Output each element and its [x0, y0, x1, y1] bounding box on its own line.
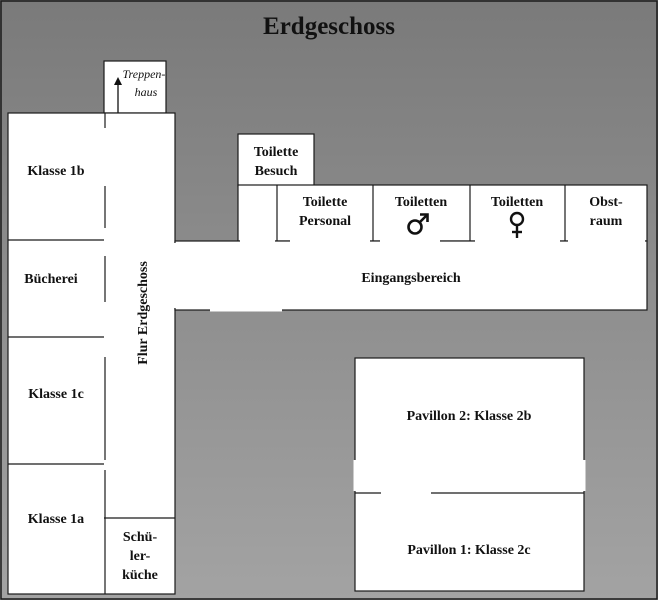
- room-eingangsbereich: Eingangsbereich: [173, 239, 648, 312]
- toilette-personal-label-1: Toilette: [303, 195, 348, 210]
- room-toiletten-damen: Toiletten: [491, 195, 544, 238]
- toilette-besuch-label-1: Toilette: [254, 145, 299, 160]
- schuelerkueche-label-1: Schü-: [123, 530, 158, 545]
- treppenhaus-label-1: Treppen-: [123, 67, 166, 81]
- treppenhaus-label-2: haus: [135, 85, 158, 99]
- room-pavillon-2: Pavillon 2: Klasse 2b: [407, 409, 532, 424]
- room-toilette-besuch: Toilette Besuch: [237, 133, 315, 187]
- room-toiletten-herren: Toiletten: [395, 195, 448, 235]
- toilet-row: [237, 184, 648, 242]
- left-wing: [7, 112, 176, 595]
- male-symbol-icon: [407, 213, 429, 235]
- room-pavillon-1: Pavillon 1: Klasse 2c: [407, 543, 530, 558]
- schuelerkueche-label-2: ler-: [130, 549, 151, 564]
- toilette-personal-label-2: Personal: [299, 214, 351, 229]
- room-schuelerkueche: Schü- ler- küche: [122, 530, 158, 583]
- room-toilette-personal: Toilette Personal: [299, 195, 351, 229]
- room-klasse-1b: Klasse 1b: [27, 164, 84, 179]
- room-treppenhaus: Treppen- haus: [103, 60, 167, 128]
- female-symbol-icon: [509, 211, 525, 238]
- corridor-label: Flur Erdgeschoss: [136, 261, 151, 365]
- room-buecherei: Bücherei: [24, 272, 78, 287]
- obstraum-label-1: Obst-: [589, 195, 623, 210]
- schuelerkueche-label-3: küche: [122, 568, 158, 583]
- toiletten-damen-label: Toiletten: [491, 195, 544, 210]
- arrow-up-icon: [114, 77, 122, 85]
- room-klasse-1c: Klasse 1c: [28, 387, 84, 402]
- obstraum-label-2: raum: [590, 214, 623, 229]
- toilette-besuch-label-2: Besuch: [255, 164, 298, 179]
- page-title: Erdgeschoss: [263, 13, 395, 40]
- room-obstraum: Obst- raum: [589, 195, 623, 229]
- pavillons: Pavillon 2: Klasse 2b Pavillon 1: Klasse…: [353, 357, 586, 592]
- eingangsbereich-label: Eingangsbereich: [361, 271, 461, 286]
- room-klasse-1a: Klasse 1a: [28, 512, 84, 527]
- toiletten-herren-label: Toiletten: [395, 195, 448, 210]
